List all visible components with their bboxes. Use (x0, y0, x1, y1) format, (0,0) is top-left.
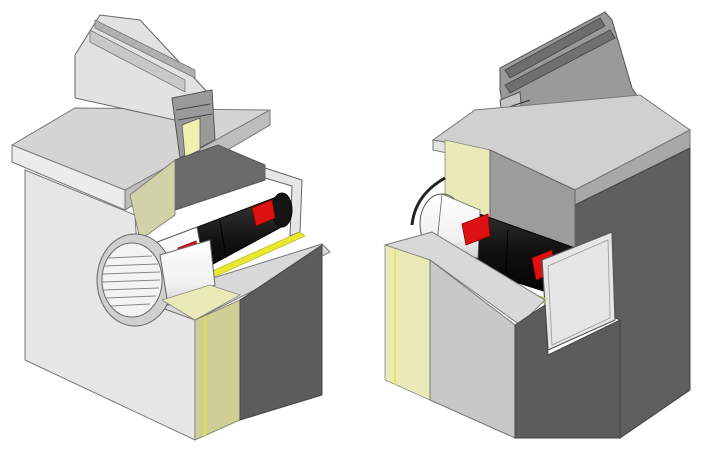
insulation-upper (129, 159, 176, 241)
left-isometric-view (11, 14, 331, 441)
insulation-layer (384, 244, 431, 401)
tube-end-arc (410, 176, 446, 226)
tube-red-band (461, 213, 491, 246)
end-plate-frame (264, 167, 303, 237)
vent-grille (96, 233, 216, 327)
tube-red-band (251, 199, 276, 227)
wall-dark-face (514, 304, 621, 439)
right-isometric-view (383, 11, 691, 439)
wall-dark-face (239, 244, 323, 421)
window-frame-profile (74, 14, 216, 159)
insulation-layer (161, 284, 241, 441)
